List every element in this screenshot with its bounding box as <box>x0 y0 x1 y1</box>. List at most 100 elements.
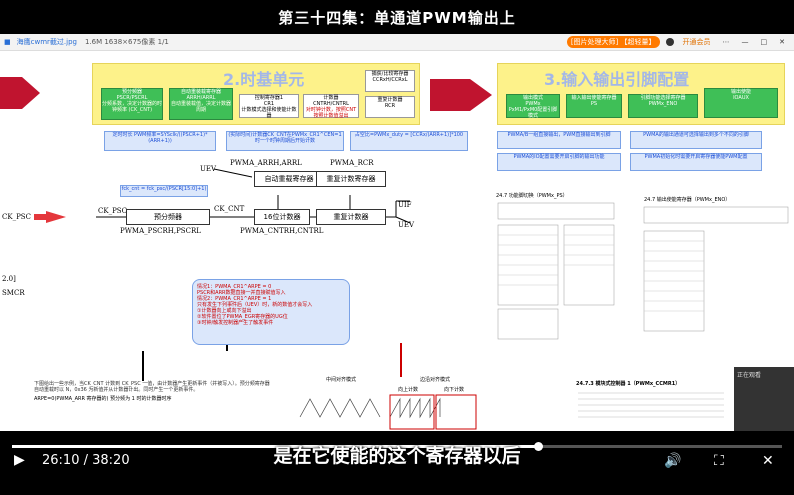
waveform-area: 中间对齐模式 边沿对齐模式 向上计数 向下计数 <box>290 377 480 431</box>
bottom-doc-text: 下图给出一些示例，当CK_CNT 计数到 CK_PSC 一值，由计数器产生更新事… <box>34 381 270 393</box>
label-psc-reg: PWMA_PSCRH,PSCRL <box>120 227 201 235</box>
green-box-arr-note: 自动重装载值，决定计数器周期 <box>170 101 231 113</box>
section3-box-2: 输入输出使能寄存器 PS <box>566 94 622 118</box>
white-box-ccr-line2: CCRxH/CCRxL <box>372 77 408 83</box>
viewer-file-info: 1.6M 1638×675像素 1/1 <box>84 38 169 46</box>
section3-box-1-line1: 输出模式 <box>522 95 543 101</box>
white-box-cr1: 控制寄存器1 CR1 计数模式选择和使能计数器 <box>239 94 299 119</box>
fck-formula-text: fck_cnt = fck_psc/(PSCR[15:0]+1) <box>121 186 207 192</box>
play-icon[interactable]: ▶ <box>14 452 25 468</box>
floating-preview-panel[interactable]: 正在观看 <box>734 367 794 431</box>
psc-box: 预分频器 <box>126 209 210 225</box>
label-cnt-reg: PWMA_CNTRH,CNTRL <box>240 227 324 235</box>
subtitle-text: 是在它使能的这个寄存器以后 <box>273 445 521 467</box>
label-arr-reg: PWMA_ARRH,ARRL <box>230 159 302 167</box>
white-box-rcr: 重复计数器 RCR <box>365 96 415 118</box>
video-controls <box>0 431 794 495</box>
section3-box-1-line3: PxM1/PxM0配置引脚模式 <box>508 107 558 119</box>
app-icon: ■ <box>4 38 11 46</box>
arpe-note-box: 情况1：PWMA_CR1^ARPE = 0 PSCR和ARR数据直接一并直接赋值… <box>192 279 350 345</box>
section3-box-4-line2: IOAUX <box>733 95 749 101</box>
section3-note-4-text: PWMA初始化时需要开启寄存器使能PWM配置 <box>644 154 748 160</box>
doc-page-bottom-right: 24.7.3 模块式控制器 1（PWMx_CCMR1） <box>576 381 726 431</box>
section3-title: 3.输入输出引脚配置 <box>544 70 690 89</box>
vertical-line-right <box>400 343 402 351</box>
green-box-arr-line2: ARRH/ARRL <box>186 95 216 101</box>
white-box-cr1-line2: CR1 <box>263 101 275 107</box>
arpe-note-line-3: 情况2：PWMA_CR1^ARPE = 1 <box>197 296 272 302</box>
formula-cnt: (实际时间)计数器CK_CNT在PWMx_CR1^CEN=1时一个时钟周期后开始… <box>226 131 344 151</box>
arpe-note-line-7: ③时钟/触发控制器产生了触发事件 <box>197 320 274 326</box>
green-box-psc-line2: PSCR/PSCRL <box>116 95 148 101</box>
formula-duty: 占空比=PWMx_duty = [CCRx/(ARR+1)]*100 <box>350 131 468 151</box>
avatar[interactable] <box>665 38 674 46</box>
green-box-arr-line1: 自动重装载寄存器 <box>180 89 221 95</box>
arpe-note-line-6: ②软件置位了PWMA_EGR寄存器的UG位 <box>197 314 288 320</box>
more-button[interactable]: ⋯ <box>722 38 730 46</box>
white-box-cr1-line3: 计数模式选择和使能计数器 <box>241 107 297 119</box>
doc-tables-svg <box>497 202 789 340</box>
current-time: 26:10 <box>42 453 80 468</box>
fullscreen-icon[interactable]: ⛶ <box>714 453 724 469</box>
label-uev: UEV <box>200 165 217 173</box>
label-uif: UIF <box>398 201 412 209</box>
label-left-smcr: SMCR <box>2 289 25 297</box>
green-box-psc-note: 分频系数，决定计数器的时钟频率 (CK_CNT) <box>102 101 163 113</box>
bottom-doc-left: 下图给出一些示例，当CK_CNT 计数到 CK_PSC 一值，由计数器产生更新事… <box>34 381 274 431</box>
section3-note-1: PWMA/B一组直接输出，PWM直接输出到引脚 <box>497 131 621 149</box>
label-ck-psc-left: CK_PSC <box>2 213 31 221</box>
green-box-psc: 预分频器 PSCR/PSCRL 分频系数，决定计数器的时钟频率 (CK_CNT) <box>101 88 163 120</box>
white-box-cr1-line1: 控制寄存器1 <box>254 95 284 101</box>
formula-freq: 定时时长 PWM频率=SYSclk/((PSCR+1)*(ARR+1)) <box>104 131 216 151</box>
green-box-psc-line1: 预分频器 <box>121 89 142 95</box>
doc-table2-title: 24.7 输出使能寄存器（PWMx_ENO） <box>644 197 731 203</box>
close-video-icon[interactable]: ✕ <box>762 453 774 469</box>
promo-badge[interactable]: [图片处理大师] 【超轻量】 <box>566 36 660 48</box>
white-box-cnt: 计数器 CNTRH/CNTRL 对时钟计数，按照CNT按照计数值溢出 <box>303 94 359 119</box>
timebase-diagram <box>34 168 411 351</box>
red-arrow-left <box>0 77 40 109</box>
time-display: 26:10 / 38:20 <box>42 453 130 468</box>
ck-psc-arrow <box>46 211 66 223</box>
section3-box-3: 引脚功能选择寄存器 PWMx_ENO <box>628 94 698 118</box>
waveform-svg <box>299 394 477 430</box>
section3-note-3-text: PWMA的IO配置需要开启引脚的输出功能 <box>513 154 605 160</box>
video-title-bar: 第三十四集：单通道PWM输出上 <box>0 0 794 34</box>
section3-panel: 3.输入输出引脚配置 输出模式 PWMx PxM1/PxM0配置引脚模式 输入输… <box>497 63 785 125</box>
viewer-file-name[interactable]: 海鹰cwmr截过.jpg <box>16 38 77 46</box>
section3-box-4: 输出使能 IOAUX <box>704 88 778 118</box>
wave-title-center: 中间对齐模式 <box>326 377 357 383</box>
minimize-icon[interactable]: — <box>741 38 749 46</box>
section3-box-4-line1: 输出使能 <box>730 89 751 95</box>
white-box-cnt-line2: CNTRH/CNTRL <box>313 101 349 107</box>
fck-formula-box: fck_cnt = fck_psc/(PSCR[15:0]+1) <box>120 185 208 197</box>
formula-freq-text: 定时时长 PWM频率=SYSclk/((PSCR+1)*(ARR+1)) <box>112 132 208 144</box>
white-box-cnt-note: 对时钟计数，按照CNT按照计数值溢出 <box>305 107 357 119</box>
section3-note-2-text: PWMA的输出通道可选择输出到多个不同的引脚 <box>643 132 749 138</box>
label-rcr-reg: PWMA_RCR <box>330 159 374 167</box>
progress-bar[interactable] <box>12 442 782 451</box>
section3-note-3: PWMA的IO配置需要开启引脚的输出功能 <box>497 153 621 171</box>
vip-button[interactable]: 开通会员 <box>682 38 711 46</box>
vertical-line-left <box>226 343 228 351</box>
section3-box-2-line1: 输入输出使能寄存器 <box>571 95 617 101</box>
section3-box-2-line2: PS <box>590 101 598 107</box>
wave-sub-up: 向上计数 <box>398 387 419 393</box>
close-icon[interactable]: ✕ <box>779 38 785 46</box>
cnt-box: 16位计数器 <box>254 209 310 225</box>
label-left-code: 2.0] <box>2 275 16 283</box>
maximize-icon[interactable]: □ <box>760 38 768 46</box>
progress-knob[interactable] <box>533 442 543 451</box>
arr-box: 自动重载寄存器 <box>254 171 324 187</box>
label-uev2: UEV <box>398 221 415 229</box>
volume-icon[interactable]: 🔊 <box>664 453 682 469</box>
section3-box-3-line2: PWMx_ENO <box>648 101 678 107</box>
white-box-ccr-line1: 捕获/比较寄存器 <box>371 71 409 77</box>
rcr-box: 重复计数寄存器 <box>316 171 386 187</box>
wave-sub-down: 向下计数 <box>444 387 465 393</box>
doc-page-right: 24.7 功能脚切换（PWMx_PS） 24.7 输出使能寄存器（PWMx_EN… <box>494 191 794 341</box>
section2-title: 2.时基单元 <box>223 70 305 89</box>
arpe-note-line-4: 只有发生下列事件后（UEV）时，新的数值才会写入 <box>197 302 313 308</box>
green-box-arr: 自动重装载寄存器 ARRH/ARRL 自动重装载值，决定计数器周期 <box>169 88 233 120</box>
section3-box-1: 输出模式 PWMx PxM1/PxM0配置引脚模式 <box>506 94 560 119</box>
